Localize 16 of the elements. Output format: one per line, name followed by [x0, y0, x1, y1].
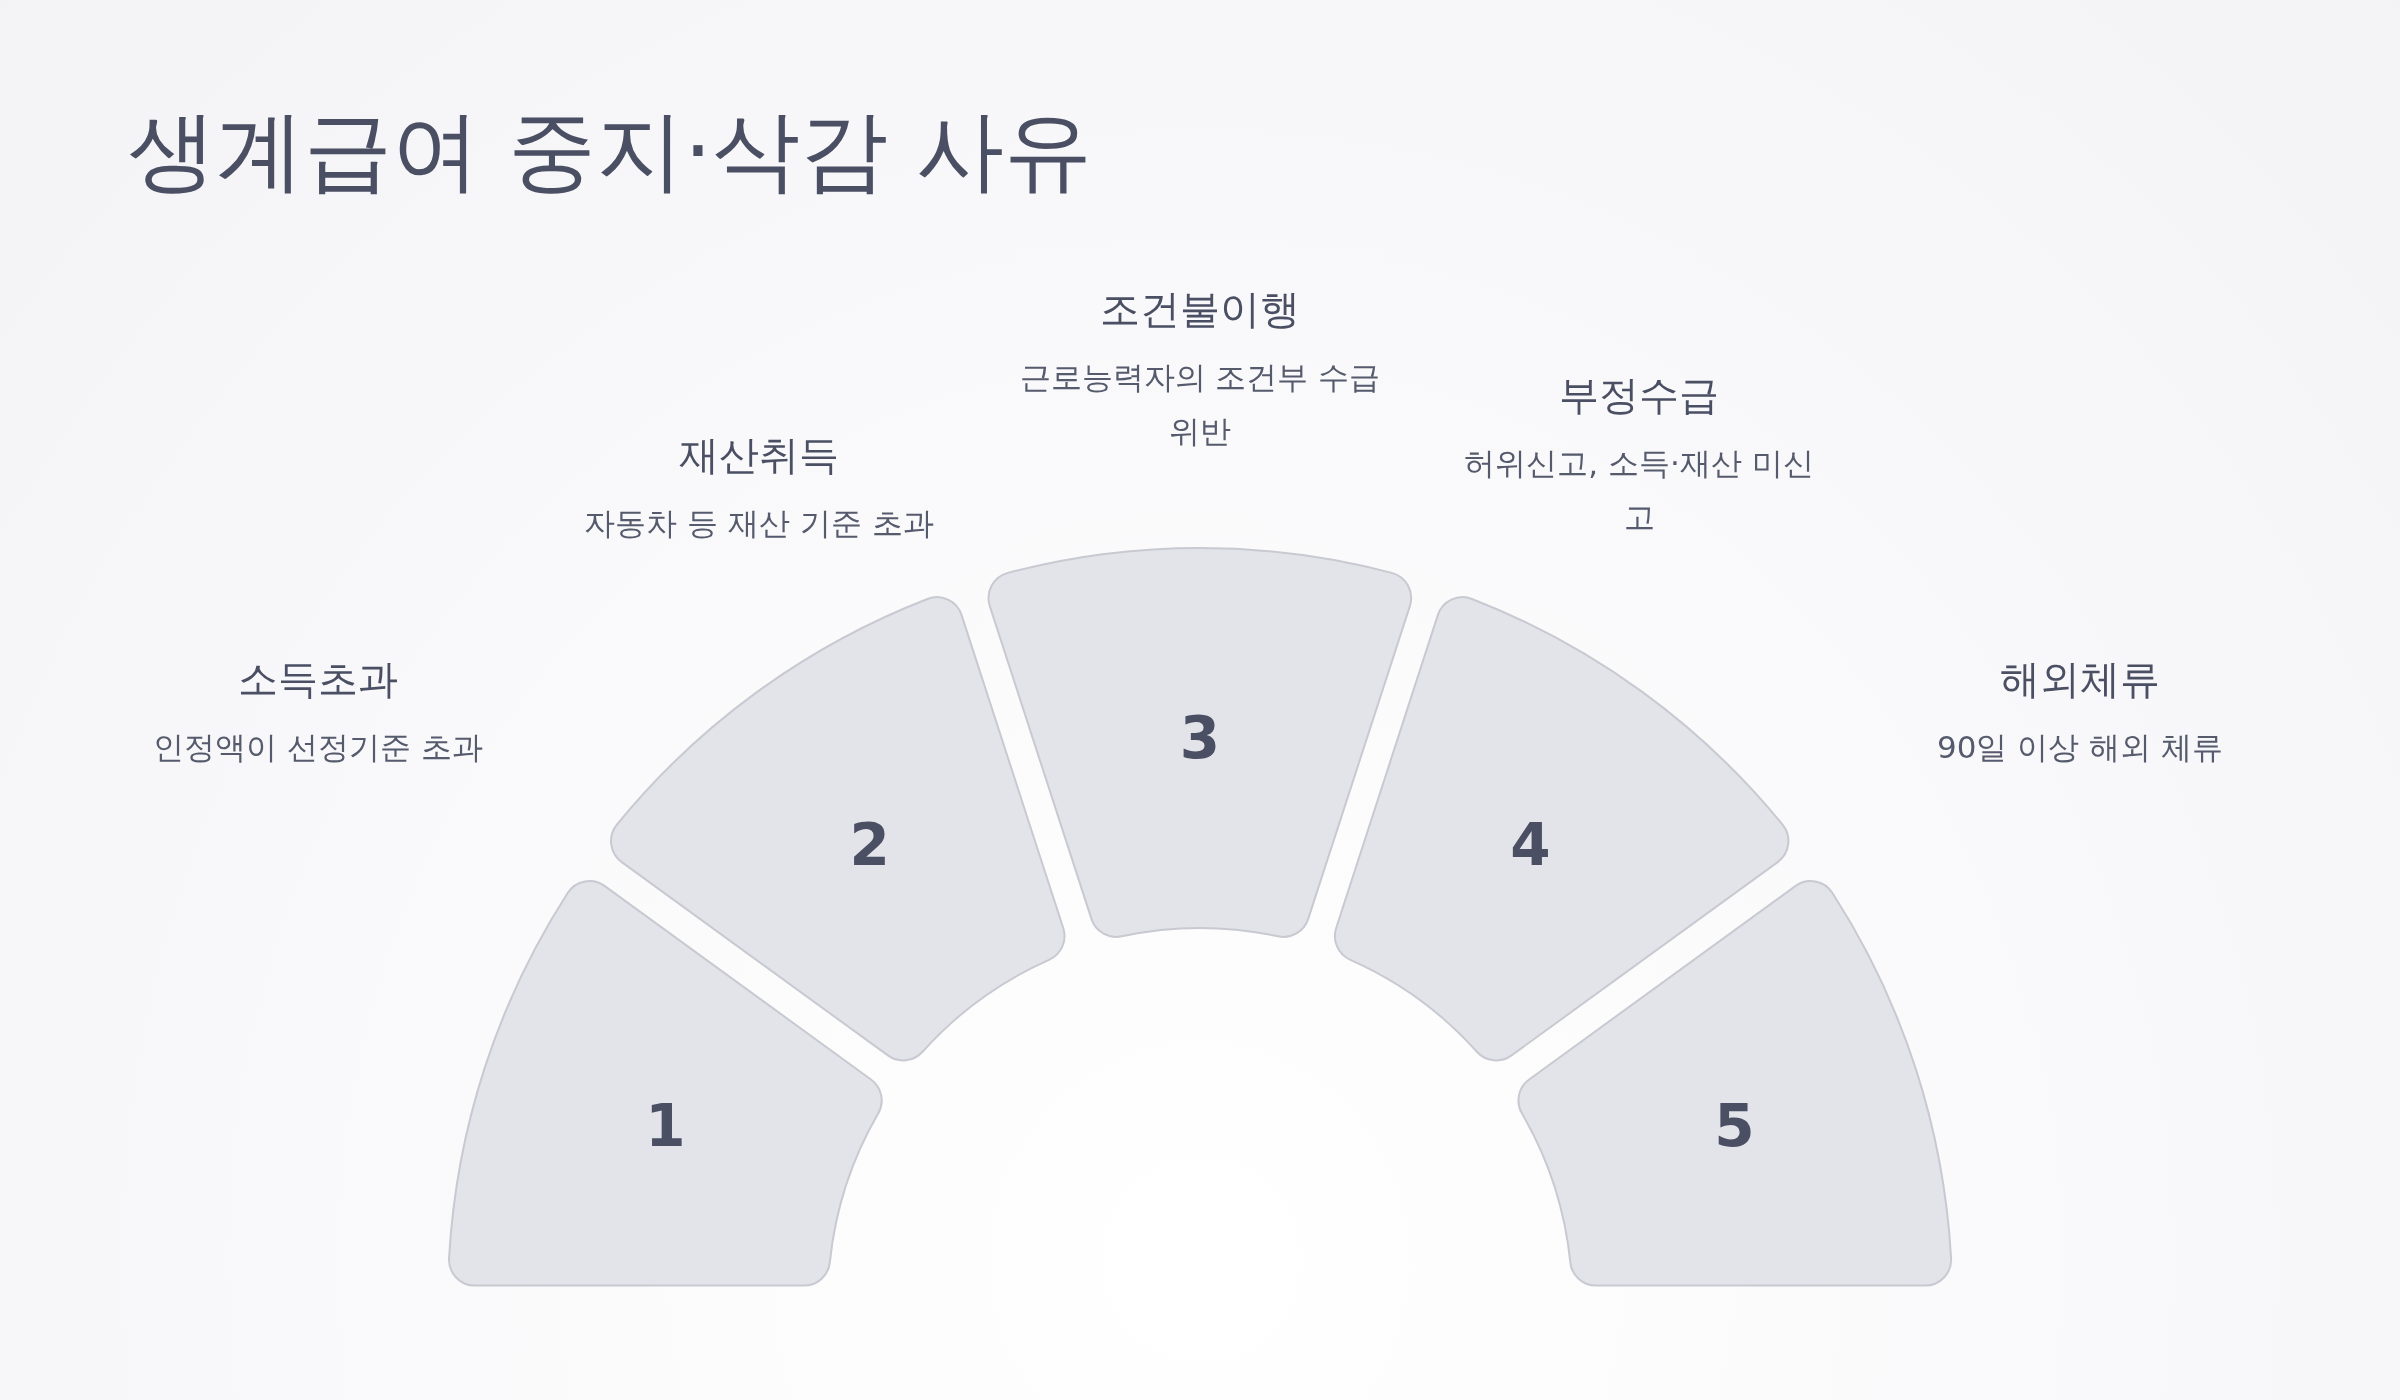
reason-heading: 소득초과: [238, 655, 398, 704]
step-number: 4: [1510, 811, 1551, 880]
reason-description: 자동차 등 재산 기준 초과: [583, 504, 935, 543]
title: 생계급여 중지·삭감 사유: [128, 98, 1092, 204]
reason-heading: 조건불이행: [1100, 285, 1300, 334]
step-number: 1: [645, 1092, 686, 1161]
reason-description: 인정액이 선정기준 초과: [152, 728, 484, 767]
reason-heading: 부정수급: [1559, 371, 1719, 420]
step-number: 2: [849, 811, 890, 880]
reason-description: 근로능력자의 조건부 수급 위반: [1018, 358, 1382, 452]
reason-heading: 재산취득: [679, 431, 839, 480]
reason-description: 90일 이상 해외 체류: [1936, 728, 2224, 767]
reason-heading: 해외체류: [2000, 655, 2160, 704]
reason-description: 허위신고, 소득·재산 미신고: [1463, 444, 1815, 538]
step-number: 5: [1714, 1092, 1755, 1161]
step-number: 3: [1179, 704, 1221, 772]
